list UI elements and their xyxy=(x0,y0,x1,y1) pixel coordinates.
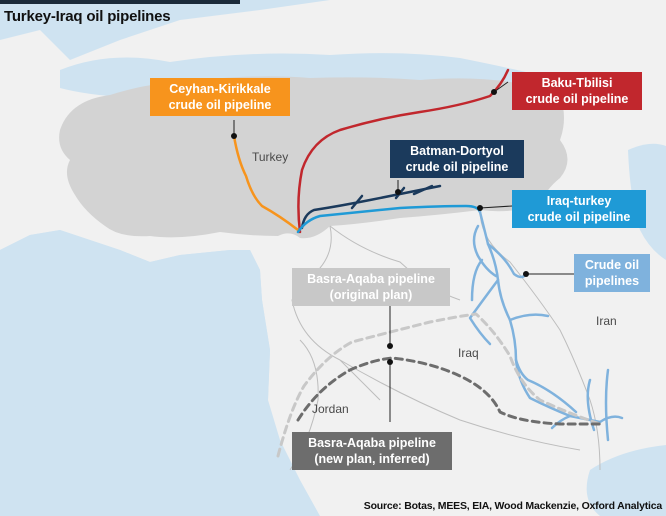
crude-label-line1: Crude oil xyxy=(584,258,640,272)
basra-original-label-line2: (original plan) xyxy=(329,288,413,302)
place-iran: Iran xyxy=(596,314,617,328)
iraq-turkey-label-line2: crude oil pipeline xyxy=(527,210,631,224)
crude-oil-pipelines-network xyxy=(468,210,624,442)
iraq-turkey-label-line1: Iraq-turkey xyxy=(546,194,612,208)
caspian-sea xyxy=(628,143,666,260)
batman-label-line1: Batman-Dortyol xyxy=(410,144,504,158)
baku-tbilisi-pipeline xyxy=(297,68,510,234)
basra-aqaba-new-pipeline xyxy=(296,356,602,426)
title-accent-bar xyxy=(0,0,240,4)
turkey-country-shape xyxy=(59,76,568,239)
basra-new-label-line1: Basra-Aqaba pipeline xyxy=(308,436,436,450)
baku-label-line2: crude oil pipeline xyxy=(525,92,629,106)
ceyhan-label-line1: Ceyhan-Kirikkale xyxy=(169,82,271,96)
place-jordan: Jordan xyxy=(312,402,349,416)
batman-dortyol-label: Batman-Dortyol crude oil pipeline xyxy=(390,140,524,178)
place-turkey: Turkey xyxy=(252,150,289,164)
map-title: Turkey-Iraq oil pipelines xyxy=(4,8,171,25)
source-credit: Source: Botas, MEES, EIA, Wood Mackenzie… xyxy=(363,500,662,512)
persian-gulf xyxy=(586,445,666,516)
ceyhan-label-line2: crude oil pipeline xyxy=(168,98,272,112)
place-iraq: Iraq xyxy=(458,346,479,360)
red-sea xyxy=(270,470,292,516)
baku-label-line1: Baku-Tbilisi xyxy=(541,76,613,90)
basra-aqaba-original-pipeline xyxy=(276,312,602,458)
basra-original-label-line1: Basra-Aqaba pipeline xyxy=(307,272,435,286)
crude-oil-pipelines-label: Crude oil pipelines xyxy=(574,254,650,292)
iraq-turkey-label: Iraq-turkey crude oil pipeline xyxy=(512,190,646,228)
label-anchor-dots xyxy=(231,89,529,365)
ceyhan-kirikkale-pipeline xyxy=(232,134,300,232)
iraq-turkey-pipeline xyxy=(296,204,482,234)
basra-new-label-line2: (new plan, inferred) xyxy=(314,452,430,466)
label-leader-lines xyxy=(233,81,574,422)
baku-tbilisi-label: Baku-Tbilisi crude oil pipeline xyxy=(512,72,642,110)
ceyhan-kirikkale-label: Ceyhan-Kirikkale crude oil pipeline xyxy=(150,78,290,116)
crude-label-line2: pipelines xyxy=(584,274,640,288)
batman-label-line2: crude oil pipeline xyxy=(405,160,509,174)
basra-aqaba-original-label: Basra-Aqaba pipeline (original plan) xyxy=(292,268,450,306)
mediterranean-sea xyxy=(0,230,270,430)
basra-aqaba-new-label: Basra-Aqaba pipeline (new plan, inferred… xyxy=(292,432,452,470)
